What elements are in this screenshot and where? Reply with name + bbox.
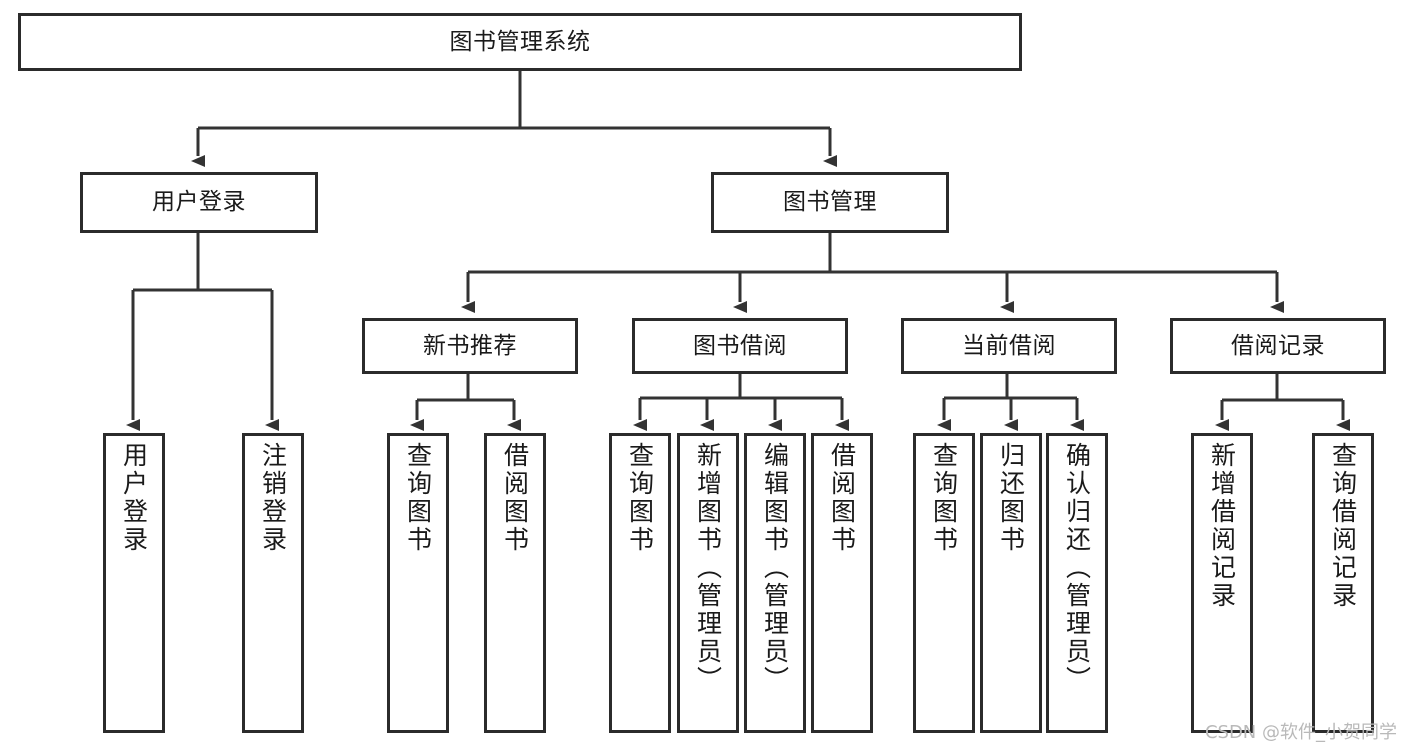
leaf-book-borrow-edit[interactable]: 编辑图书（管理员）: [744, 433, 806, 733]
leaf-book-borrow-add-label: 新增图书（管理员）: [693, 442, 723, 694]
leaf-current-borrow-return-label: 归还图书: [996, 442, 1026, 554]
leaf-borrow-record-query[interactable]: 查询借阅记录: [1312, 433, 1374, 733]
node-user-login-label: 用户登录: [152, 189, 246, 216]
leaf-book-borrow-borrow[interactable]: 借阅图书: [811, 433, 873, 733]
leaf-book-borrow-query[interactable]: 查询图书: [609, 433, 671, 733]
leaf-user-login-login[interactable]: 用户登录: [103, 433, 165, 733]
node-book-management[interactable]: 图书管理: [711, 172, 949, 233]
leaf-borrow-record-add-label: 新增借阅记录: [1207, 442, 1237, 610]
leaf-new-book-query[interactable]: 查询图书: [387, 433, 449, 733]
leaf-borrow-record-add[interactable]: 新增借阅记录: [1191, 433, 1253, 733]
leaf-book-borrow-borrow-label: 借阅图书: [827, 442, 857, 554]
node-user-login[interactable]: 用户登录: [80, 172, 318, 233]
node-borrow-record[interactable]: 借阅记录: [1170, 318, 1386, 374]
node-current-borrow-label: 当前借阅: [962, 332, 1056, 359]
leaf-book-borrow-edit-label: 编辑图书（管理员）: [760, 442, 790, 694]
leaf-current-borrow-return[interactable]: 归还图书: [980, 433, 1042, 733]
leaf-current-borrow-confirm[interactable]: 确认归还（管理员）: [1046, 433, 1108, 733]
leaf-user-login-logout-label: 注销登录: [258, 442, 288, 554]
node-current-borrow[interactable]: 当前借阅: [901, 318, 1117, 374]
leaf-book-borrow-query-label: 查询图书: [625, 442, 655, 554]
leaf-new-book-borrow-label: 借阅图书: [500, 442, 530, 554]
leaf-book-borrow-add[interactable]: 新增图书（管理员）: [677, 433, 739, 733]
node-root-system-label: 图书管理系统: [449, 28, 591, 55]
node-borrow-record-label: 借阅记录: [1231, 332, 1325, 359]
leaf-user-login-logout[interactable]: 注销登录: [242, 433, 304, 733]
node-new-book-recommend-label: 新书推荐: [423, 332, 517, 359]
leaf-new-book-query-label: 查询图书: [403, 442, 433, 554]
leaf-current-borrow-query[interactable]: 查询图书: [913, 433, 975, 733]
leaf-borrow-record-query-label: 查询借阅记录: [1328, 442, 1358, 610]
node-root-system[interactable]: 图书管理系统: [18, 13, 1022, 71]
node-book-borrow-label: 图书借阅: [693, 332, 787, 359]
csdn-watermark: CSDN @软件_小贺同学: [1204, 722, 1397, 743]
leaf-new-book-borrow[interactable]: 借阅图书: [484, 433, 546, 733]
node-book-management-label: 图书管理: [783, 189, 877, 216]
leaf-user-login-login-label: 用户登录: [119, 442, 149, 554]
node-book-borrow[interactable]: 图书借阅: [632, 318, 848, 374]
leaf-current-borrow-confirm-label: 确认归还（管理员）: [1062, 442, 1092, 694]
leaf-current-borrow-query-label: 查询图书: [929, 442, 959, 554]
node-new-book-recommend[interactable]: 新书推荐: [362, 318, 578, 374]
